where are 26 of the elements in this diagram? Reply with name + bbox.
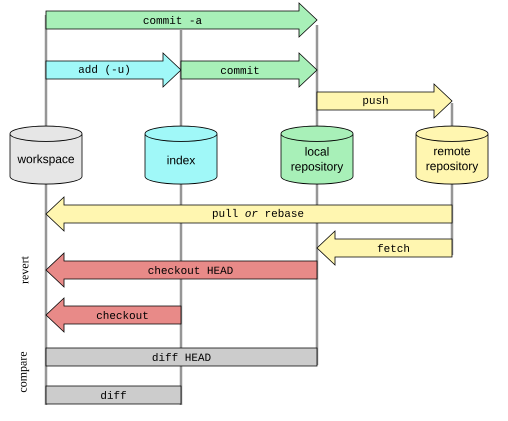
block-arrow [46, 386, 182, 404]
cylinder: workspace [10, 126, 82, 184]
edge-label: add (-u) [78, 64, 129, 76]
block-arrow [46, 2, 318, 38]
edge-label: fetch [378, 244, 409, 252]
edge-label: diff HEAD [152, 352, 211, 362]
block-arrow [45, 196, 452, 232]
cylinder: remote repository [416, 126, 488, 184]
edge-label: push [363, 96, 388, 106]
cylinder: index [144, 126, 218, 184]
edge-label: commit [220, 66, 259, 74]
group-label: compare [20, 352, 30, 392]
block-arrow [46, 52, 182, 88]
block-arrow [180, 52, 318, 88]
block-arrow [45, 252, 318, 288]
edge-label: diff [101, 390, 126, 400]
edge-label: checkout [96, 310, 148, 320]
group-label: revert [22, 256, 28, 284]
edge-label: checkout HEAD [148, 266, 233, 274]
block-arrow [45, 297, 182, 333]
block-arrow [316, 83, 453, 119]
edge-label: commit -a [144, 16, 202, 24]
block-arrow [316, 230, 452, 266]
cylinder: local repository [280, 126, 354, 184]
edge-label: pull or rebase [212, 208, 304, 220]
block-arrow [46, 348, 318, 366]
